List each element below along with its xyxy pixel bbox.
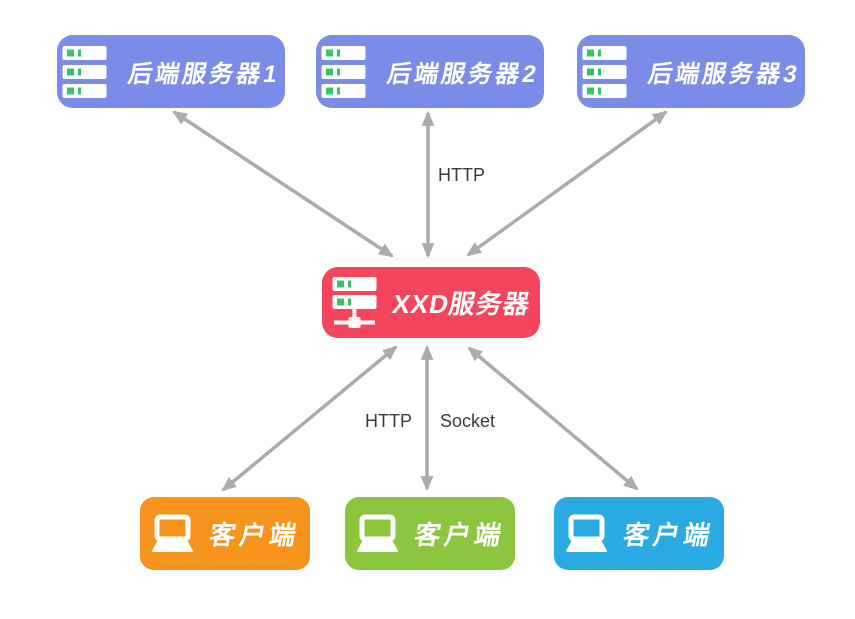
client-node-3: 客户端 (554, 497, 724, 570)
edge-label-http-client: HTTP (365, 411, 412, 431)
arrow-backend1-center (172, 110, 394, 258)
client-label: 客户端 (207, 520, 303, 550)
server-rack-icon (582, 45, 627, 98)
server-rack-icon (321, 45, 366, 98)
edge-label-socket-client: Socket (440, 411, 496, 431)
laptop-icon (357, 514, 399, 552)
backend-server-3-label: 后端服务器3 (645, 61, 803, 88)
backend-server-2-label: 后端服务器2 (384, 61, 542, 88)
client-node-2: 客户端 (345, 497, 515, 570)
arrow-backend3-center (466, 110, 668, 257)
backend-server-2-node: 后端服务器2 (316, 35, 544, 108)
backend-server-3-node: 后端服务器3 (577, 35, 805, 108)
arrow-center-client1 (221, 345, 398, 492)
client-node-1: 客户端 (140, 497, 310, 570)
client-label: 客户端 (412, 520, 508, 550)
server-network-icon (332, 276, 377, 328)
laptop-icon (566, 514, 608, 552)
xxd-server-node: XXD服务器 (322, 267, 540, 338)
backend-server-1-label: 后端服务器1 (125, 61, 283, 88)
xxd-server-label: XXD服务器 (389, 289, 533, 319)
arrow-center-client3 (467, 346, 639, 491)
edge-label-http-backend: HTTP (438, 165, 485, 185)
server-rack-icon (62, 45, 107, 98)
client-label: 客户端 (621, 520, 717, 550)
backend-server-1-node: 后端服务器1 (57, 35, 285, 108)
laptop-icon (152, 514, 194, 552)
